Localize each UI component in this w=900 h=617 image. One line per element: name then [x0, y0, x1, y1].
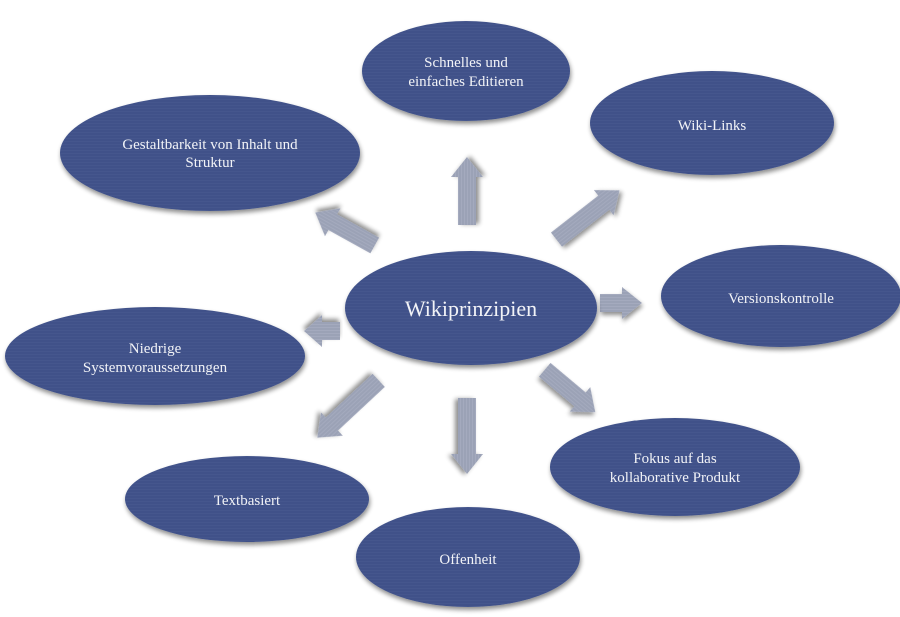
arrow-lower-left-icon	[317, 373, 385, 438]
arrow-lower-right-icon	[538, 362, 596, 413]
arrow-upper-left-icon	[315, 208, 380, 254]
arrow-down-icon	[451, 398, 483, 474]
center-node: Wikiprinzipien	[345, 251, 597, 365]
node-low-requirements-line-2: Systemvoraussetzungen	[83, 360, 228, 376]
arrow-upper-right-icon	[550, 190, 620, 247]
node-configurability-line-1: Gestaltbarkeit von Inhalt und	[122, 137, 298, 153]
node-configurability-line-2: Struktur	[185, 155, 234, 171]
node-wiki-links-label: Wiki-Links	[678, 118, 747, 134]
node-editing-line-1: Schnelles und	[424, 55, 508, 71]
node-configurability: Gestaltbarkeit von Inhalt und Struktur	[60, 95, 360, 211]
node-collab-product: Fokus auf das kollaborative Produkt	[550, 418, 800, 516]
node-editing-line-2: einfaches Editieren	[408, 74, 524, 90]
arrow-up-icon	[451, 157, 483, 225]
node-collab-product-line-1: Fokus auf das	[633, 451, 716, 467]
arrow-right-icon	[600, 287, 642, 319]
node-openness: Offenheit	[356, 507, 580, 607]
node-openness-label: Offenheit	[439, 552, 497, 568]
node-text-based: Textbasiert	[125, 456, 369, 542]
arrow-left-icon	[304, 315, 340, 347]
node-low-requirements: Niedrige Systemvoraussetzungen	[5, 307, 305, 405]
node-text-based-label: Textbasiert	[214, 493, 281, 509]
center-node-label: Wikiprinzipien	[405, 296, 537, 321]
node-low-requirements-line-1: Niedrige	[129, 341, 182, 357]
node-version-control: Versionskontrolle	[661, 245, 900, 347]
node-wiki-links: Wiki-Links	[590, 71, 834, 175]
node-version-control-label: Versionskontrolle	[728, 291, 834, 307]
arrows-group	[304, 157, 642, 474]
node-collab-product-line-2: kollaborative Produkt	[610, 470, 741, 486]
node-editing: Schnelles und einfaches Editieren	[362, 21, 570, 121]
